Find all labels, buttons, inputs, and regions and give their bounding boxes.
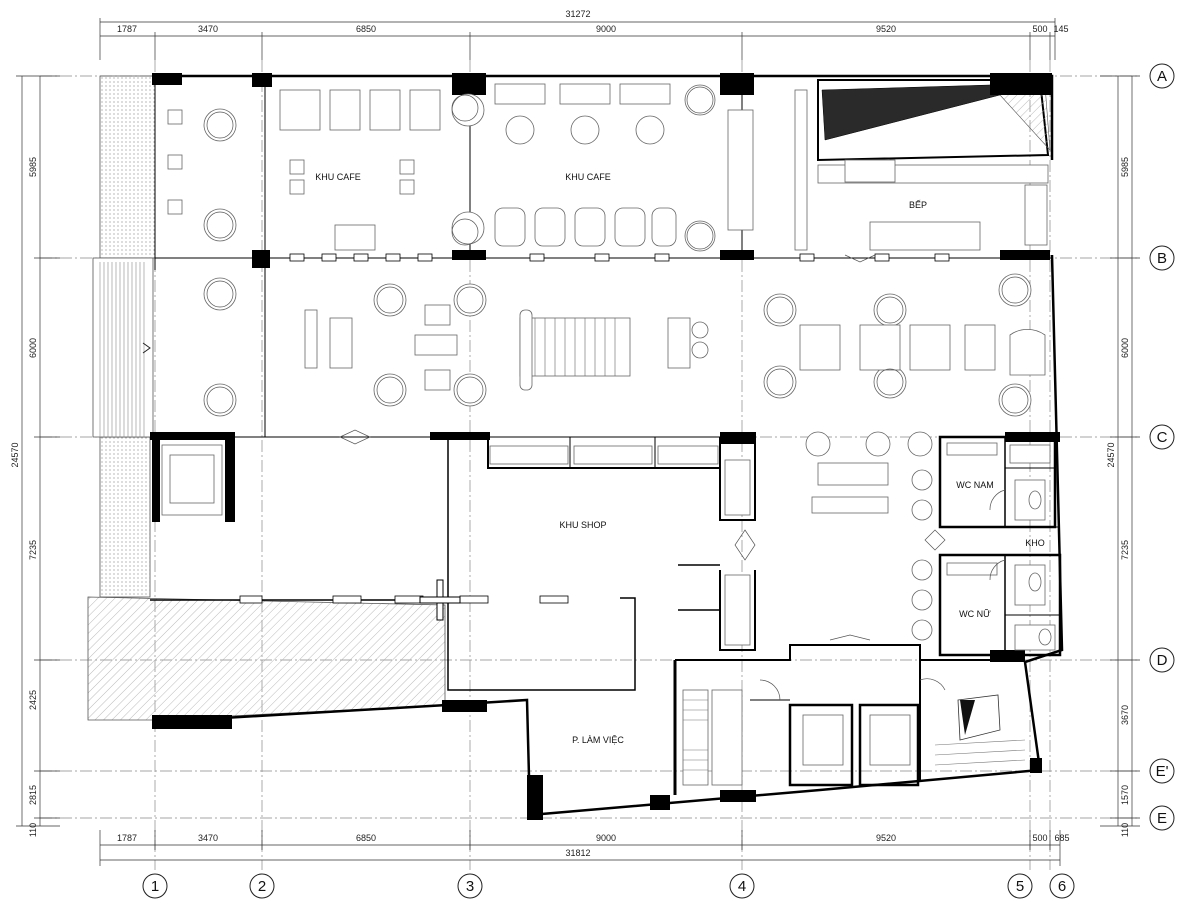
- top-dim-1: 1787: [117, 24, 137, 34]
- axis-col-6: 6: [1058, 878, 1066, 895]
- sanitary-fixtures: [946, 442, 1056, 651]
- room-label-shop: KHU SHOP: [559, 520, 606, 530]
- axis-col-2: 2: [258, 878, 266, 895]
- right-dim-2: 6000: [1120, 338, 1130, 358]
- left-dim-6: 110: [28, 823, 38, 837]
- core-details: [682, 689, 1026, 786]
- right-dim-3: 7235: [1120, 540, 1130, 560]
- cafe1-furniture: [167, 89, 485, 251]
- column-axis-markers: [142, 873, 1075, 899]
- left-dim-2: 6000: [28, 338, 38, 358]
- axis-row-d: D: [1157, 652, 1168, 669]
- axis-row-a: A: [1157, 68, 1167, 85]
- right-dim-4: 3670: [1120, 705, 1130, 725]
- left-dim-4: 2425: [28, 690, 38, 710]
- top-dimensions: [99, 18, 1056, 60]
- room-label-wc-men: WC NAM: [956, 480, 994, 490]
- axis-col-1: 1: [151, 878, 159, 895]
- left-dim-5: 2815: [28, 785, 38, 805]
- left-dim-1: 5985: [28, 157, 38, 177]
- top-dim-4: 9000: [596, 24, 616, 34]
- top-dim-6: 500: [1032, 24, 1047, 34]
- left-dim-3: 7235: [28, 540, 38, 560]
- window-mullions: [239, 253, 950, 604]
- bottom-dimensions: [99, 830, 1061, 866]
- right-dim-5: 1570: [1120, 785, 1130, 805]
- axis-col-4: 4: [738, 878, 746, 895]
- left-dimensions: [16, 75, 60, 827]
- axis-row-e: E: [1157, 810, 1167, 827]
- kitchen-fixtures: [794, 89, 1049, 251]
- axis-col-3: 3: [466, 878, 474, 895]
- row-axis-markers: [1149, 63, 1175, 831]
- bottom-dim-1: 1787: [117, 833, 137, 843]
- room-label-storage: KHO: [1025, 538, 1045, 548]
- right-dim-1: 5985: [1120, 157, 1130, 177]
- left-terrace: [87, 75, 446, 721]
- cafe2-furniture: [494, 83, 754, 252]
- axis-row-c: C: [1157, 429, 1168, 446]
- room-label-office: P. LÀM VIỆC: [572, 735, 624, 745]
- top-dim-2: 3470: [198, 24, 218, 34]
- left-total-dim: 24570: [10, 442, 20, 467]
- walls: [150, 73, 1064, 820]
- bottom-dim-6: 500: [1032, 833, 1047, 843]
- axis-row-e-prime: E': [1156, 763, 1169, 780]
- top-dim-3: 6850: [356, 24, 376, 34]
- planter-trees: [206, 86, 1029, 414]
- room-label-wc-women: WC NỮ: [959, 609, 991, 619]
- lobby-furniture: [805, 431, 933, 641]
- room-label-kitchen: BẾP: [909, 200, 927, 210]
- bottom-dim-2: 3470: [198, 833, 218, 843]
- room-label-cafe1: KHU CAFE: [315, 172, 361, 182]
- lounge-furniture: [203, 273, 1046, 417]
- right-total-dim: 24570: [1106, 442, 1116, 467]
- bottom-dim-3: 6850: [356, 833, 376, 843]
- bottom-dim-4: 9000: [596, 833, 616, 843]
- door-swings: [339, 254, 1006, 701]
- bottom-total-dim: 31812: [565, 848, 590, 858]
- room-label-cafe2: KHU CAFE: [565, 172, 611, 182]
- bottom-dim-5: 9520: [876, 833, 896, 843]
- bottom-dim-7: 685: [1054, 833, 1069, 843]
- top-total-dim: 31272: [565, 9, 590, 19]
- top-dim-7: 145: [1053, 24, 1068, 34]
- top-dim-5: 9520: [876, 24, 896, 34]
- right-dim-6: 110: [1120, 823, 1130, 837]
- axis-row-b: B: [1157, 250, 1167, 267]
- shop-fixtures: [161, 444, 751, 646]
- right-dimensions: [1100, 75, 1140, 827]
- axis-col-5: 5: [1016, 878, 1024, 895]
